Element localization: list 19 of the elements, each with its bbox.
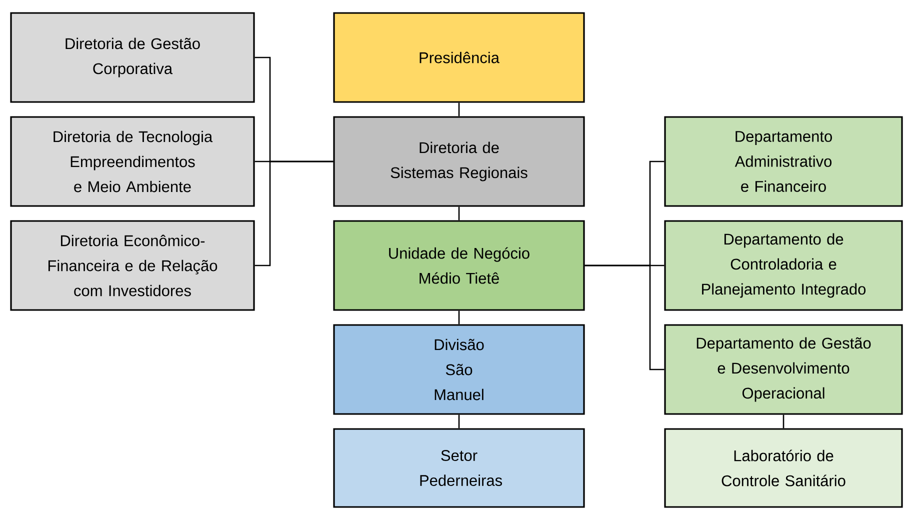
connector-line bbox=[254, 160, 334, 266]
org-box: Diretoria de Tecnologia Empreendimentos e Meio Ambiente bbox=[10, 116, 255, 207]
org-box: Diretoria de Gestão Corporativa bbox=[10, 12, 255, 103]
org-box: Diretoria de Sistemas Regionais bbox=[333, 116, 585, 207]
connector-line bbox=[458, 102, 460, 116]
org-box: Diretoria Econômico-Financeira e de Relação com Investidores bbox=[10, 220, 255, 311]
connector-line bbox=[584, 264, 664, 370]
org-box: Unidade de Negócio Médio Tietê bbox=[333, 220, 585, 311]
org-box: Departamento Administrativo e Financeiro bbox=[664, 116, 903, 207]
connector-line bbox=[458, 206, 460, 220]
org-box: Divisão São Manuel bbox=[333, 324, 585, 415]
org-box: Laboratório de Controle Sanitário bbox=[664, 428, 903, 508]
org-box: Setor Pederneiras bbox=[333, 428, 585, 508]
org-box: Departamento de Gestão e Desenvolvimento Operacional bbox=[664, 324, 903, 415]
org-box: Departamento de Controladoria e Planejamento Integrado bbox=[664, 220, 903, 311]
connector-line bbox=[782, 414, 784, 428]
connector-line bbox=[458, 414, 460, 428]
org-box: Presidência bbox=[333, 12, 585, 103]
connector-line bbox=[458, 310, 460, 324]
